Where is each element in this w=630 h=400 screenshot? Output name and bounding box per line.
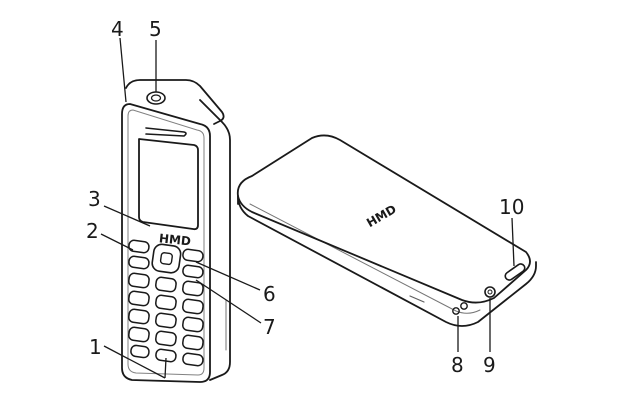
- key-extra-right: [182, 352, 204, 367]
- leader-lines: [100, 37, 515, 379]
- callout-2: 2: [86, 219, 99, 243]
- back-logo: HMD: [364, 202, 399, 230]
- call-key: [128, 255, 150, 270]
- front-phone-body: [121, 103, 211, 383]
- callout-5: 5: [149, 17, 162, 41]
- keypad: [128, 239, 204, 367]
- key-8: [155, 312, 177, 329]
- nav-key: [151, 243, 182, 274]
- key-1: [128, 272, 150, 289]
- key-9: [182, 316, 204, 333]
- callout-labels: 1 2 3 4 5 6 7 8 9 10: [86, 17, 524, 377]
- callout-3: 3: [88, 187, 101, 211]
- screen: [138, 138, 199, 231]
- key-3: [182, 280, 204, 297]
- back-phone: HMD: [236, 134, 537, 327]
- end-key: [182, 264, 204, 279]
- key-7: [128, 308, 150, 325]
- callout-1: 1: [89, 335, 102, 359]
- key-2: [155, 276, 177, 293]
- key-hash: [182, 334, 204, 351]
- callout-8: 8: [451, 353, 464, 377]
- key-star: [128, 326, 150, 343]
- front-phone: HMD: [121, 79, 231, 383]
- usb-port: [504, 263, 526, 281]
- callout-7: 7: [263, 315, 276, 339]
- nav-center-key: [159, 252, 173, 266]
- key-0: [155, 330, 177, 347]
- callout-9: 9: [483, 353, 496, 377]
- key-extra-mid: [155, 348, 177, 363]
- key-extra-left: [130, 344, 150, 359]
- top-flashlight: [146, 91, 166, 105]
- key-4: [128, 290, 150, 307]
- left-softkey: [128, 239, 150, 254]
- earpiece: [145, 127, 187, 137]
- lanyard-holes: [452, 302, 468, 315]
- callout-4: 4: [111, 17, 124, 41]
- callout-10: 10: [499, 195, 524, 219]
- callout-6: 6: [263, 282, 276, 306]
- key-6: [182, 298, 204, 315]
- headphone-jack: [484, 286, 496, 298]
- right-softkey: [182, 248, 204, 263]
- key-5: [155, 294, 177, 311]
